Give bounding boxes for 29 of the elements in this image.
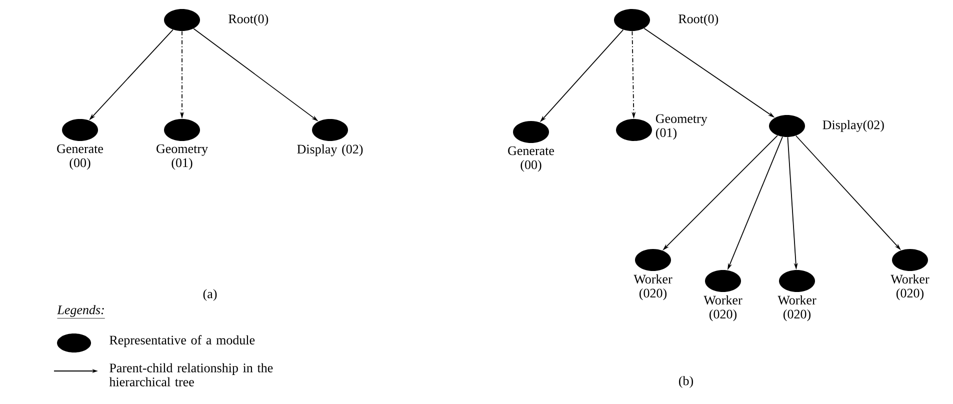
node-label: Geometry (01) <box>156 144 208 170</box>
node-label: Generate (00) <box>508 146 554 172</box>
node-label: Worker (020) <box>890 274 930 300</box>
module-node: Worker (020) <box>890 249 930 300</box>
module-node: Worker (020) <box>704 270 742 322</box>
module-node: Generate (00) <box>508 121 554 172</box>
module-node: Worker (020) <box>634 249 672 300</box>
module-node: Display (02) <box>297 119 363 156</box>
panel-label: (a) <box>203 289 217 301</box>
module-node: Root(0) <box>614 9 718 31</box>
legend-title: Legends: <box>57 305 106 318</box>
legend-text: Parent-child relationship in the hierarchical tree <box>109 363 273 386</box>
node-label: Display(02) <box>822 120 884 132</box>
module-node: Generate (00) <box>57 119 104 170</box>
node-label: Generate (00) <box>57 144 104 170</box>
node-label: Geometry (01) <box>656 114 708 140</box>
legend-text: Representative of a module <box>110 335 255 348</box>
node-label: Root(0) <box>228 14 268 26</box>
module-node: Geometry (01) <box>616 114 708 141</box>
module-node: Display(02) <box>769 115 884 137</box>
module-node: Geometry (01) <box>156 119 208 170</box>
node-label: Worker (020) <box>704 295 742 322</box>
module-node: Root(0) <box>164 9 268 31</box>
node-label: Worker (020) <box>634 274 672 300</box>
panel-label: (b) <box>678 376 694 388</box>
module-node: Worker (020) <box>778 270 816 322</box>
node-label: Display (02) <box>297 144 363 156</box>
node-label: Worker (020) <box>778 295 816 322</box>
node-label: Root(0) <box>678 14 718 26</box>
